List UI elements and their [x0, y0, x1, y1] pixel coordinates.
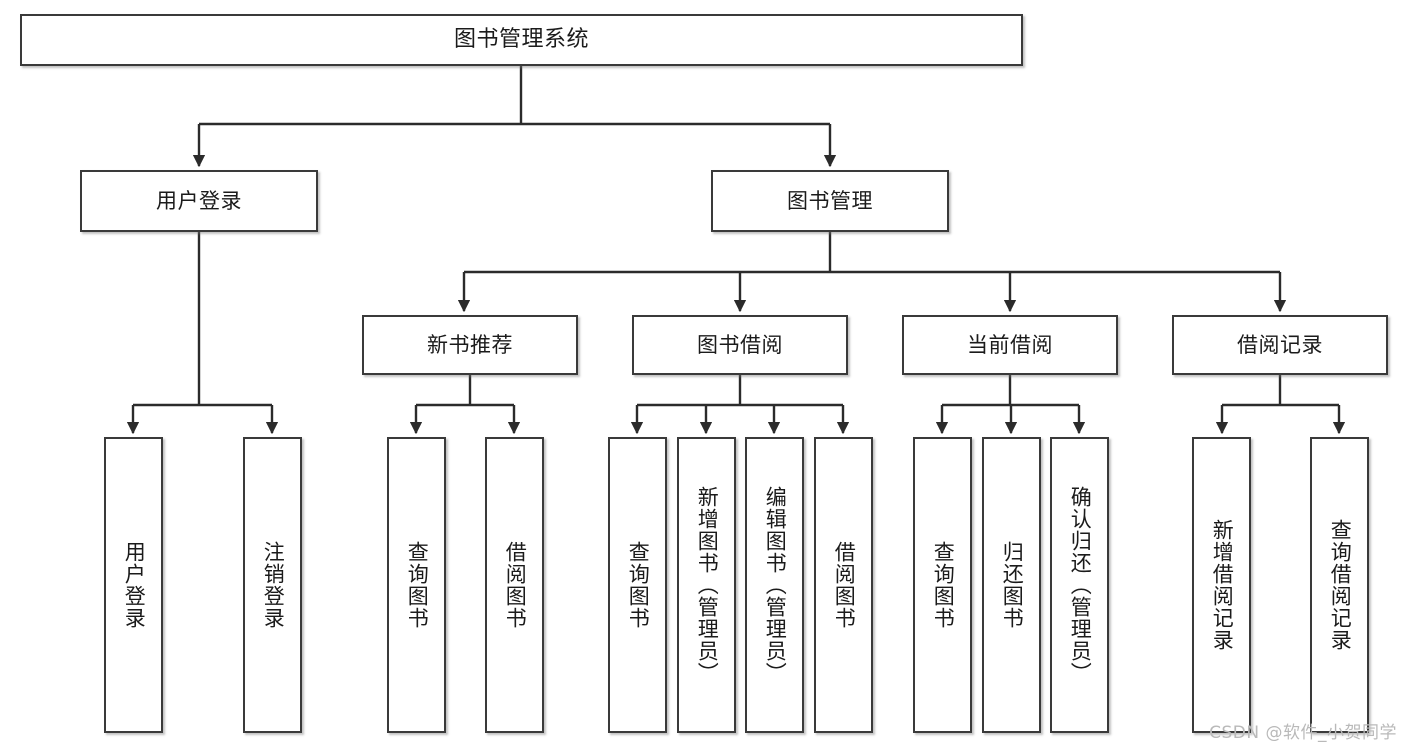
node-leaf-logout-login-label: 注销登录 — [261, 541, 286, 629]
node-book-borrow[interactable]: 图书借阅 — [632, 315, 848, 375]
node-borrow-record[interactable]: 借阅记录 — [1172, 315, 1388, 375]
node-borrow-record-label: 借阅记录 — [1237, 332, 1323, 357]
node-leaf-add-record-label: 新增借阅记录 — [1210, 519, 1235, 651]
node-user-login[interactable]: 用户登录 — [80, 170, 318, 232]
node-leaf-confirm-return-label: 确认归还（管理员） — [1068, 486, 1093, 684]
node-leaf-return-book[interactable]: 归还图书 — [982, 437, 1041, 733]
node-leaf-query-book-1-label: 查询图书 — [405, 541, 430, 629]
node-leaf-query-book-2-label: 查询图书 — [626, 541, 651, 629]
node-leaf-query-record-label: 查询借阅记录 — [1328, 519, 1353, 651]
node-leaf-logout-login[interactable]: 注销登录 — [243, 437, 302, 733]
node-current-borrow[interactable]: 当前借阅 — [902, 315, 1118, 375]
node-leaf-add-record[interactable]: 新增借阅记录 — [1192, 437, 1251, 733]
node-leaf-borrow-book-1[interactable]: 借阅图书 — [485, 437, 544, 733]
node-current-borrow-label: 当前借阅 — [967, 332, 1053, 357]
node-root[interactable]: 图书管理系统 — [20, 14, 1023, 66]
node-leaf-borrow-book-2[interactable]: 借阅图书 — [814, 437, 873, 733]
node-leaf-edit-book[interactable]: 编辑图书（管理员） — [745, 437, 804, 733]
node-leaf-confirm-return[interactable]: 确认归还（管理员） — [1050, 437, 1109, 733]
node-root-label: 图书管理系统 — [453, 27, 589, 53]
node-leaf-edit-book-label: 编辑图书（管理员） — [763, 486, 788, 684]
watermark: CSDN @软件_小贺同学 — [1209, 723, 1397, 743]
node-book-manage[interactable]: 图书管理 — [711, 170, 949, 232]
node-leaf-query-book-3[interactable]: 查询图书 — [913, 437, 972, 733]
node-new-book-recommend-label: 新书推荐 — [427, 332, 513, 357]
node-leaf-user-login[interactable]: 用户登录 — [104, 437, 163, 733]
node-leaf-borrow-book-1-label: 借阅图书 — [503, 541, 528, 629]
node-leaf-borrow-book-2-label: 借阅图书 — [832, 541, 857, 629]
node-leaf-add-book[interactable]: 新增图书（管理员） — [677, 437, 736, 733]
node-user-login-label: 用户登录 — [156, 188, 242, 213]
node-leaf-user-login-label: 用户登录 — [122, 541, 147, 629]
node-leaf-query-record[interactable]: 查询借阅记录 — [1310, 437, 1369, 733]
node-leaf-query-book-3-label: 查询图书 — [931, 541, 956, 629]
node-book-manage-label: 图书管理 — [787, 188, 873, 213]
node-leaf-query-book-1[interactable]: 查询图书 — [387, 437, 446, 733]
node-leaf-return-book-label: 归还图书 — [1000, 541, 1025, 629]
node-new-book-recommend[interactable]: 新书推荐 — [362, 315, 578, 375]
node-leaf-query-book-2[interactable]: 查询图书 — [608, 437, 667, 733]
node-book-borrow-label: 图书借阅 — [697, 332, 783, 357]
node-leaf-add-book-label: 新增图书（管理员） — [695, 486, 720, 684]
